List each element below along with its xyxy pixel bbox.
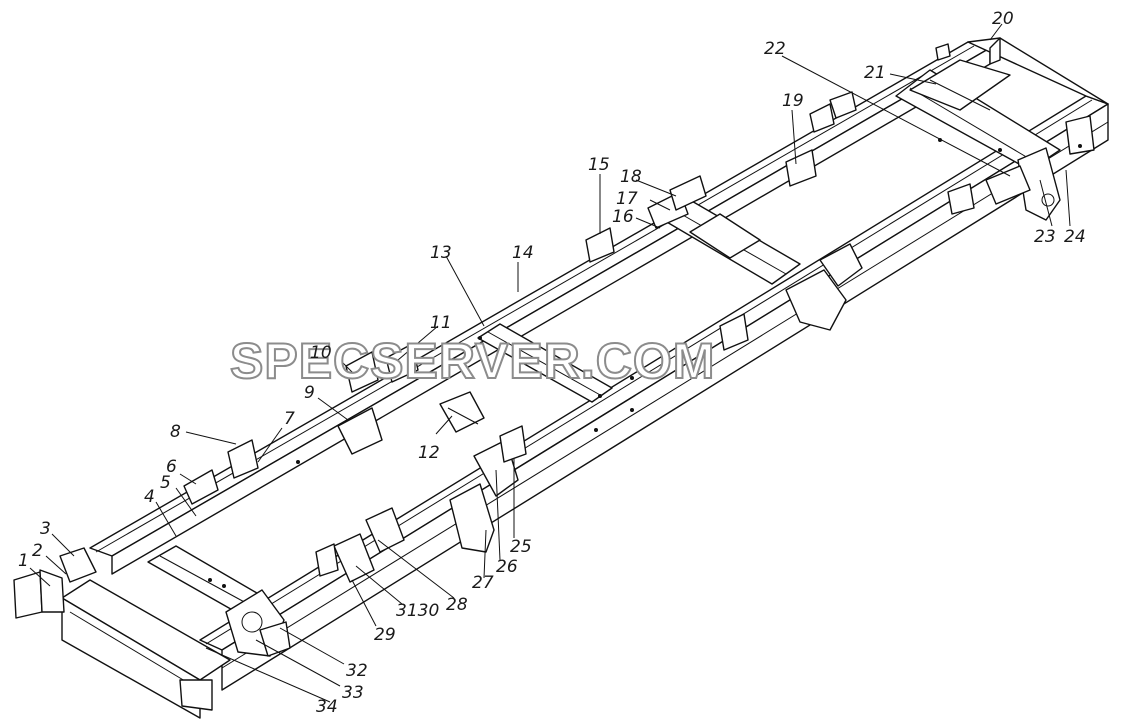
callout-12: 12 — [418, 443, 440, 463]
callout-2: 2 — [32, 541, 43, 561]
callout-34: 34 — [316, 697, 338, 717]
callout-5: 5 — [160, 473, 171, 493]
callout-27: 27 — [472, 573, 494, 593]
callout-7: 7 — [284, 409, 295, 429]
callout-11: 11 — [430, 313, 452, 333]
left-rail-brackets — [183, 43, 951, 505]
callout-23: 23 — [1034, 227, 1056, 247]
callout-29: 29 — [374, 625, 396, 645]
rear-end-crossmember — [895, 37, 1109, 171]
callout-4: 4 — [144, 487, 155, 507]
callout-3: 3 — [40, 519, 51, 539]
callout-33: 33 — [342, 683, 364, 703]
callout-19: 19 — [782, 91, 804, 111]
front-bumper — [13, 547, 231, 719]
spring-bracket-front-right — [225, 589, 291, 657]
right-side-rail — [199, 95, 1109, 691]
leader-lines — [29, 23, 1071, 703]
callout-28: 28 — [446, 595, 468, 615]
callout-3130: 3130 — [396, 601, 439, 621]
callout-14: 14 — [512, 243, 534, 263]
left-side-rail — [89, 41, 991, 575]
callout-32: 32 — [346, 661, 368, 681]
callout-1: 1 — [18, 551, 29, 571]
rear-hook-bracket — [1017, 115, 1095, 221]
callout-26: 26 — [496, 557, 518, 577]
callout-15: 15 — [588, 155, 610, 175]
callout-22: 22 — [764, 39, 786, 59]
callout-13: 13 — [430, 243, 452, 263]
callout-20: 20 — [992, 9, 1014, 29]
callout-16: 16 — [612, 207, 634, 227]
rivet-holes — [208, 138, 1082, 588]
callout-17: 17 — [616, 189, 638, 209]
callout-24: 24 — [1064, 227, 1086, 247]
frame-mid-parts — [315, 165, 1031, 583]
callout-10: 10 — [310, 343, 332, 363]
callout-9: 9 — [304, 383, 315, 403]
callout-labels: 1 2 3 4 5 6 7 8 9 10 11 12 13 14 15 16 1… — [18, 9, 1086, 717]
crossmember-rear — [659, 199, 801, 285]
crossmember-middle — [477, 323, 613, 403]
callout-18: 18 — [620, 167, 642, 187]
spring-bracket-rear-axle — [785, 243, 863, 331]
callout-25: 25 — [510, 537, 532, 557]
watermark-text: SPECSERVER.COM — [230, 333, 715, 389]
callout-21: 21 — [864, 63, 886, 83]
callout-6: 6 — [166, 457, 177, 477]
callout-8: 8 — [170, 422, 181, 442]
